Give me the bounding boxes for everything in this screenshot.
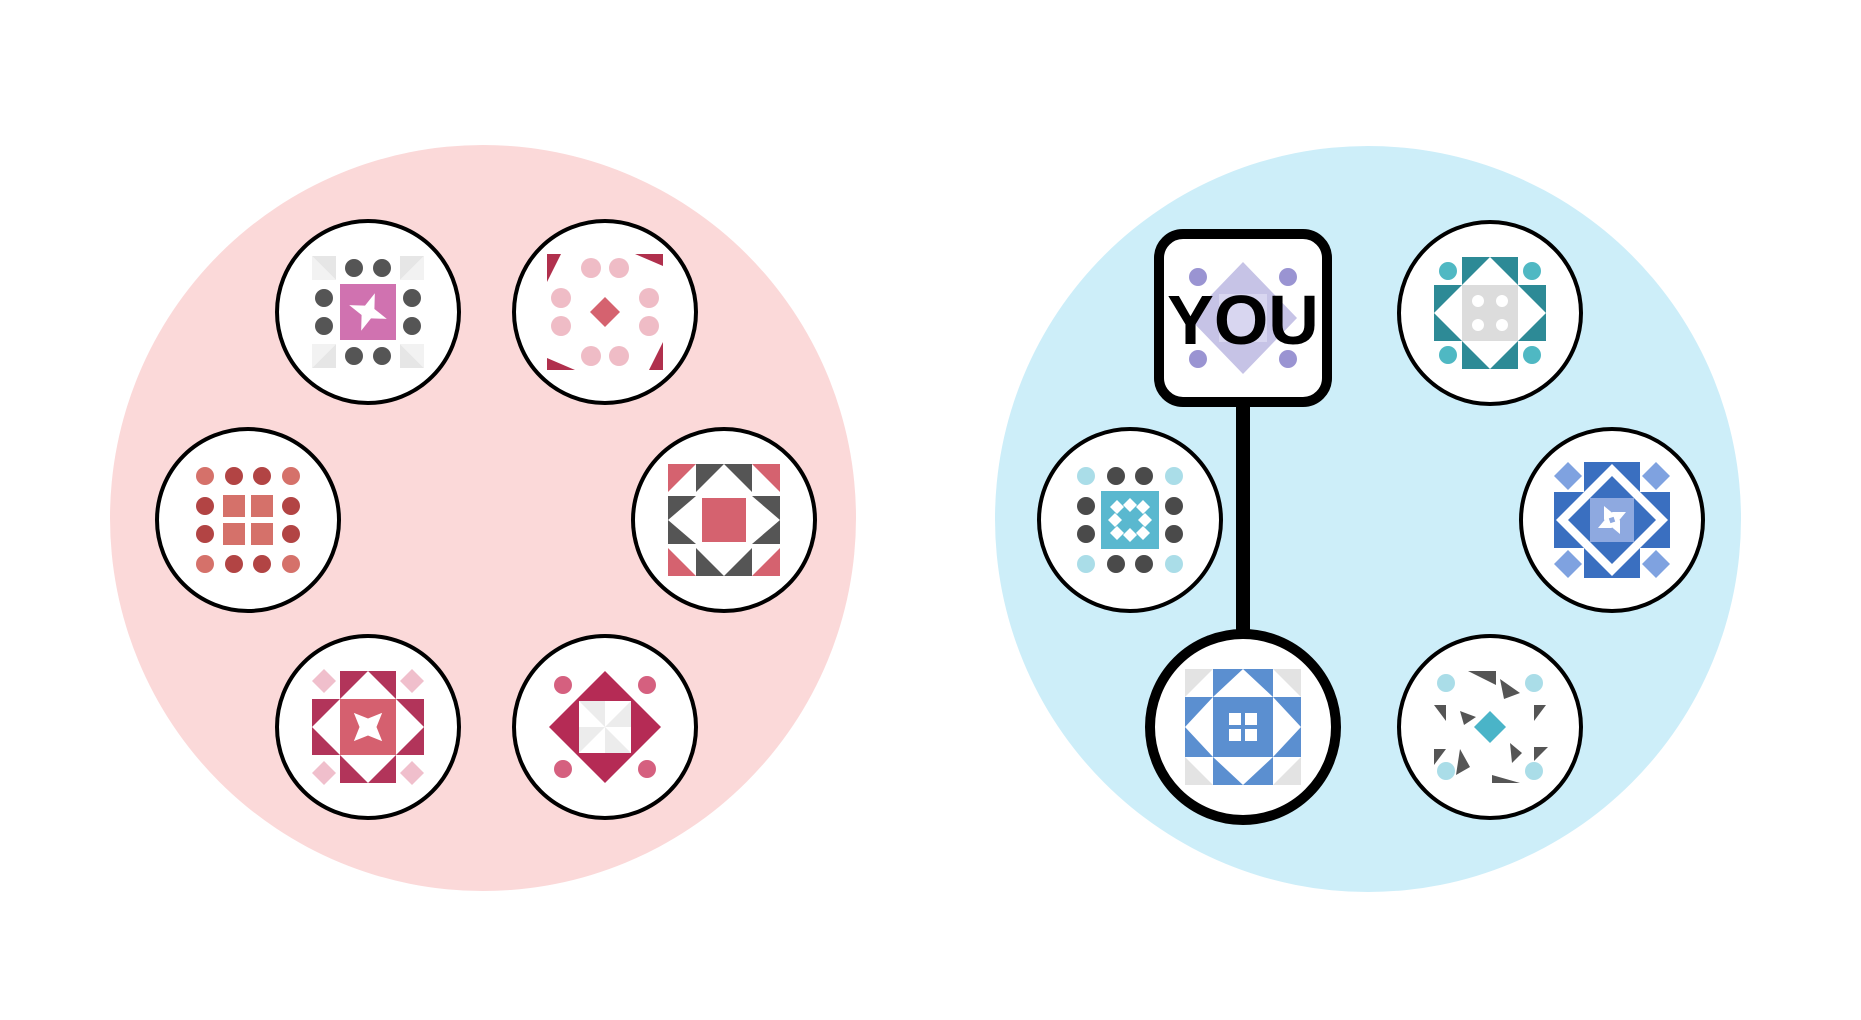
member-node-cyan-square-block[interactable] xyxy=(1037,427,1223,613)
member-node-red-dots-grid-block[interactable] xyxy=(155,427,341,613)
member-node-blue-diamond-block[interactable] xyxy=(1519,427,1705,613)
member-node-pink-star-block[interactable] xyxy=(275,219,461,405)
quilt-star-blue-icon xyxy=(1185,669,1301,785)
quilt-diamond-lavender-icon xyxy=(1189,262,1297,374)
quilt-square-cyan-icon xyxy=(1077,467,1183,573)
member-node-blue-star-block[interactable] xyxy=(1145,629,1341,825)
quilt-diamond-magenta-icon xyxy=(549,671,661,783)
you-node[interactable]: YOU xyxy=(1154,229,1332,407)
quilt-star-crimson-icon xyxy=(312,669,424,785)
quilt-diamond-rose-icon xyxy=(547,254,663,370)
you-label: YOU xyxy=(1167,281,1319,359)
member-node-scattered-triangles-block[interactable] xyxy=(1397,634,1583,820)
quilt-nine-patch-red-icon xyxy=(196,467,300,573)
member-node-crimson-star-block[interactable] xyxy=(275,634,461,820)
quilt-pinwheel-coral-icon xyxy=(668,464,780,576)
quilt-scatter-grey-icon xyxy=(1434,671,1548,783)
member-node-rose-diamond-block[interactable] xyxy=(512,219,698,405)
quilt-diamond-blue-icon xyxy=(1554,462,1670,578)
member-node-magenta-diamond-block[interactable] xyxy=(512,634,698,820)
quilt-star-pink-icon xyxy=(312,256,424,368)
member-node-pinwheel-square-block[interactable] xyxy=(631,427,817,613)
member-node-teal-star-block[interactable] xyxy=(1397,220,1583,406)
quilt-star-teal-icon xyxy=(1434,257,1546,369)
